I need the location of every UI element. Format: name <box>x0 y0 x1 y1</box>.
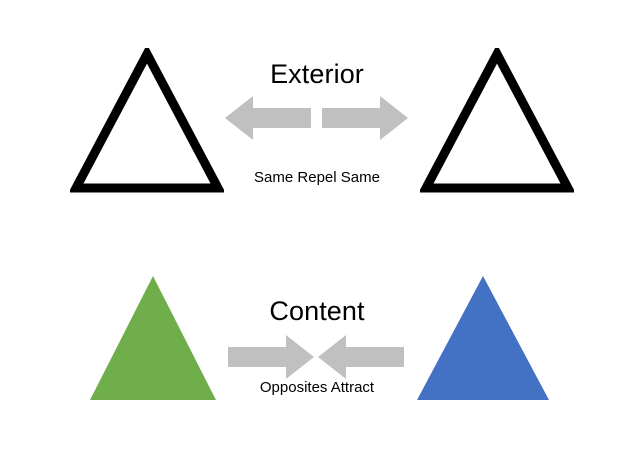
triangle-outline-top-left <box>70 48 224 194</box>
triangle-outline-top-right <box>420 48 574 194</box>
caption-same-repel-same: Same Repel Same <box>254 169 380 186</box>
heading-exterior: Exterior <box>270 59 364 89</box>
arrow-right-icon <box>228 333 314 381</box>
heading-content: Content <box>269 296 365 326</box>
triangle-filled-blue <box>415 274 551 402</box>
arrow-left-icon <box>225 94 311 142</box>
arrow-right-icon <box>322 94 408 142</box>
arrow-left-icon <box>318 333 404 381</box>
caption-opposites-attract: Opposites Attract <box>259 379 375 396</box>
triangle-filled-green <box>88 274 218 402</box>
